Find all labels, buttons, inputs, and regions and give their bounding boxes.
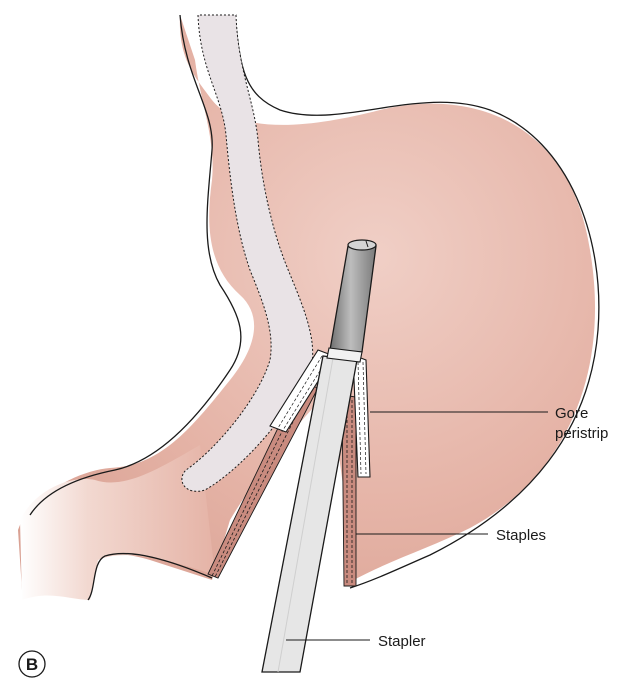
staple-dashes-right [346,400,353,584]
sleeve-lumen [181,14,314,492]
label-stapler: Stapler [378,633,426,650]
peristrip-right-dashes [357,361,367,475]
lesser-curvature-outline [29,14,242,516]
duodenum-outline [87,552,213,601]
label-peristrip: peristrip [555,425,608,442]
stapler-shaft-highlight [277,357,334,673]
peristrip-left-dashes [277,355,329,431]
peristrip-right [352,354,371,478]
staple-band-right [341,394,357,587]
bougie-tip-notch [365,240,369,248]
panel-badge [18,650,46,678]
panel-label: B [26,655,38,674]
bougie-tip [347,239,377,251]
label-staples: Staples [496,527,546,544]
bougie-collar [326,347,363,363]
stomach-body [18,15,596,590]
greater-curvature-outline [234,14,600,589]
label-gore: Gore [555,405,588,422]
